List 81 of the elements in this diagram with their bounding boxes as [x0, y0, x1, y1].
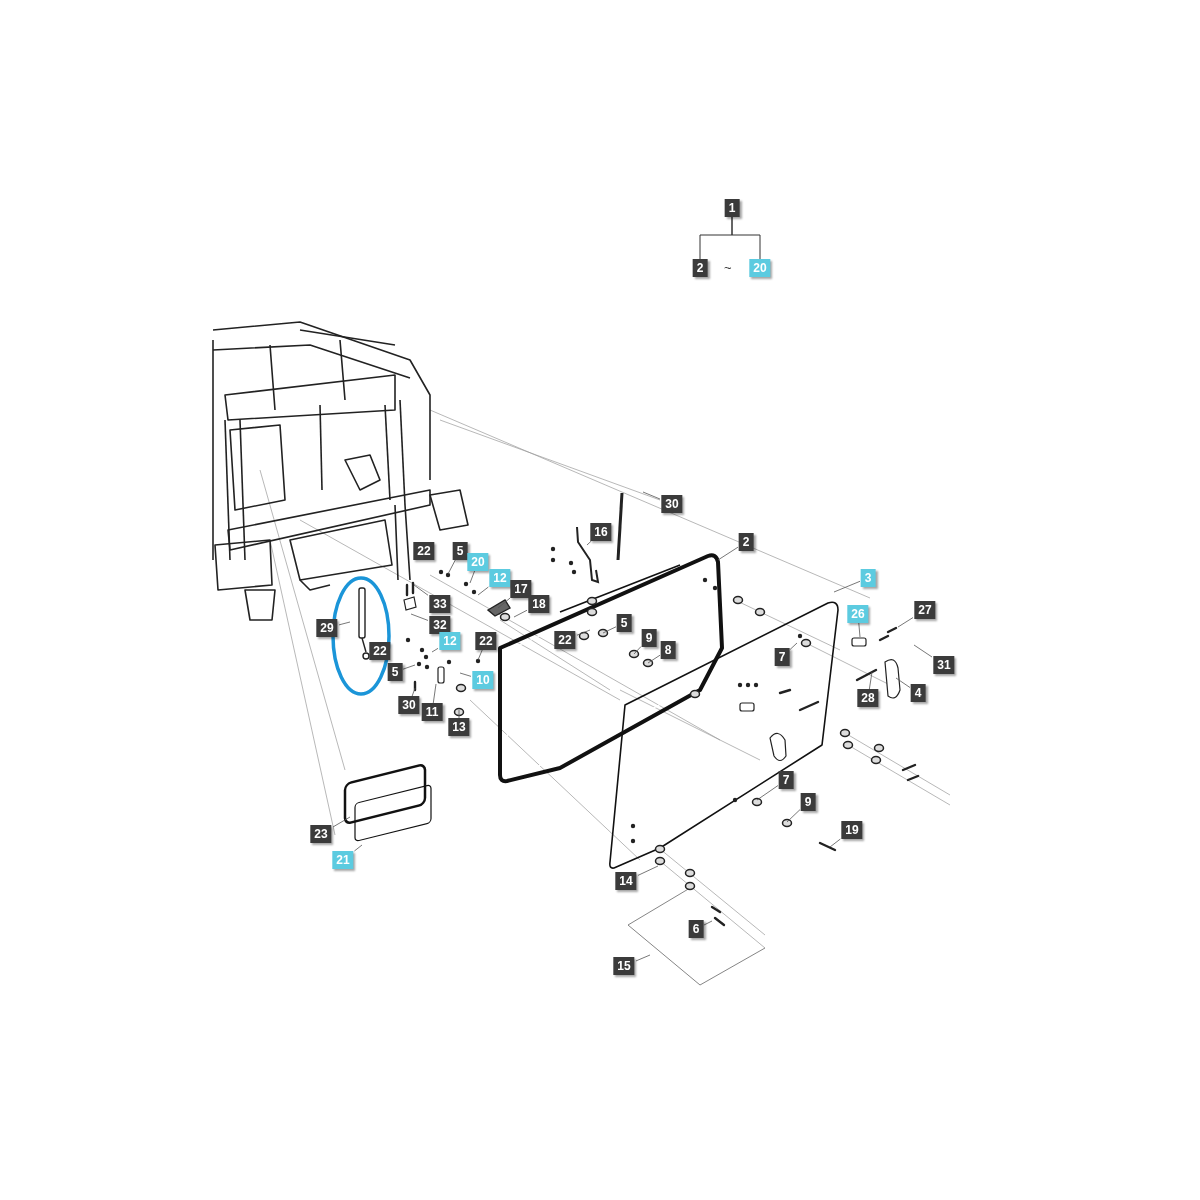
- callout-number: 13: [448, 718, 470, 736]
- callout-number: 9: [641, 629, 657, 647]
- callout-number: 15: [613, 957, 635, 975]
- leader-line: [338, 621, 351, 626]
- leader-line: [497, 597, 511, 609]
- callout-number: 22: [554, 631, 576, 649]
- callout-number: 29: [316, 619, 338, 637]
- callout-number: 11: [421, 703, 443, 721]
- callout-number: 1: [724, 199, 740, 217]
- leader-line: [858, 622, 861, 638]
- leader-line: [833, 580, 861, 593]
- leader-line: [477, 586, 489, 596]
- leader-line: [459, 672, 472, 677]
- callout-number: 31: [933, 656, 955, 674]
- tree-connector: [731, 216, 761, 260]
- leader-line: [576, 629, 591, 636]
- callout-number: 28: [857, 689, 879, 707]
- leader-line: [897, 617, 914, 628]
- leader-line: [642, 491, 661, 500]
- callout-number: 20: [467, 553, 489, 571]
- leader-line: [402, 664, 416, 670]
- leader-line: [469, 570, 475, 584]
- callout-number: 5: [452, 542, 468, 560]
- leader-line: [635, 954, 651, 962]
- callout-number: 33: [429, 595, 451, 613]
- leader-line: [354, 844, 363, 852]
- callout-number: 22: [369, 642, 391, 660]
- callout-number: 5: [616, 614, 632, 632]
- callout-number: 30: [398, 696, 420, 714]
- callout-number: 5: [387, 663, 403, 681]
- leader-line: [410, 613, 429, 621]
- leader-line: [756, 785, 779, 801]
- leader-line: [895, 677, 911, 688]
- leader-line: [477, 649, 483, 661]
- leader-line: [717, 546, 739, 561]
- callout-number: 10: [472, 671, 494, 689]
- leader-line: [513, 609, 528, 618]
- callout-number: 12: [439, 632, 461, 650]
- callout-number: 2: [692, 259, 708, 277]
- leader-line: [432, 683, 437, 704]
- callout-number: 22: [475, 632, 497, 650]
- leader-line: [913, 644, 933, 658]
- callout-number: 30: [661, 495, 683, 513]
- callout-number: 22: [413, 542, 435, 560]
- callout-number: 18: [528, 595, 550, 613]
- leader-line: [869, 671, 873, 690]
- leader-line: [637, 865, 659, 876]
- callout-number: 23: [310, 825, 332, 843]
- callout-number: 7: [778, 771, 794, 789]
- callout-number: 4: [910, 684, 926, 702]
- leader-line: [447, 559, 456, 575]
- leader-line: [786, 809, 801, 823]
- callout-number: 19: [841, 821, 863, 839]
- callout-number: 20: [749, 259, 771, 277]
- leader-line: [647, 654, 661, 664]
- callout-number: 21: [332, 851, 354, 869]
- leader-line: [458, 709, 460, 719]
- callout-number: 7: [774, 648, 790, 666]
- callout-number: 27: [914, 601, 936, 619]
- leader-line: [332, 816, 351, 828]
- leader-line: [602, 626, 617, 634]
- leader-line: [829, 838, 841, 848]
- callout-number: 12: [489, 569, 511, 587]
- callout-number: 3: [860, 569, 876, 587]
- range-symbol: ~: [724, 259, 732, 277]
- callout-number: 2: [738, 533, 754, 551]
- callout-number: 32: [429, 616, 451, 634]
- leader-line: [413, 584, 429, 596]
- leader-line: [789, 642, 798, 650]
- callout-number: 9: [800, 793, 816, 811]
- callout-number: 17: [510, 580, 532, 598]
- leader-line: [633, 646, 642, 655]
- leader-line: [431, 647, 439, 653]
- leader-line: [411, 687, 416, 697]
- callout-number: 14: [615, 872, 637, 890]
- leader-line: [586, 540, 592, 546]
- callout-number: 8: [660, 641, 676, 659]
- callout-number: 6: [688, 920, 704, 938]
- leader-line: [703, 920, 713, 926]
- callout-number: 26: [847, 605, 869, 623]
- callout-number: 16: [590, 523, 612, 541]
